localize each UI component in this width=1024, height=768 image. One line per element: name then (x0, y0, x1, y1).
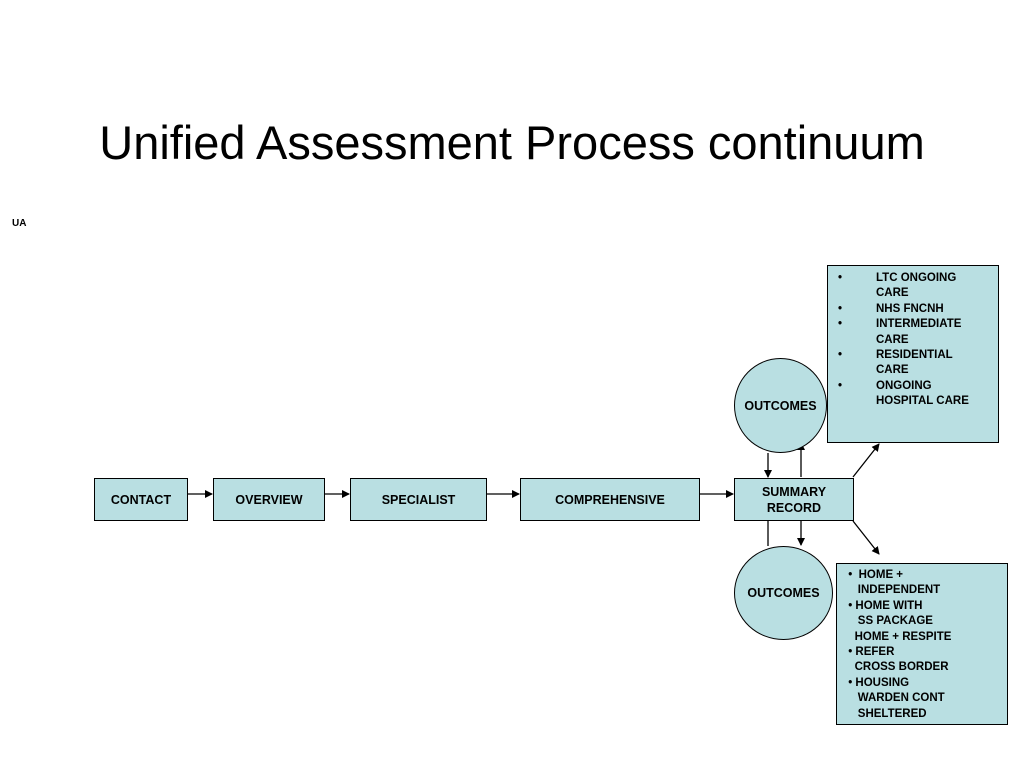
home-options-box: • HOME + INDEPENDENT • HOME WITH SS PACK… (836, 563, 1008, 725)
arrow-summary-to-bottom-list (852, 520, 880, 555)
list-item: • RESIDENTIAL CARE (838, 348, 992, 379)
stage-summary-record-label: SUMMARY RECORD (761, 484, 827, 515)
list-item: • NHS FNCNH (838, 302, 992, 317)
bullet-icon: • (838, 272, 843, 284)
list-item-text: ONGOING HOSPITAL CARE (876, 379, 969, 408)
list-item-text: LTC ONGOING CARE (876, 272, 957, 300)
list-item-text: NHS FNCNH (876, 302, 944, 315)
ongoing-care-options-list: • LTC ONGOING CARE • NHS FNCNH • INTERME… (838, 271, 992, 410)
stage-summary-record: SUMMARY RECORD (734, 478, 854, 521)
stage-specialist-label: SPECIALIST (381, 492, 456, 507)
stage-contact-label: CONTACT (110, 492, 172, 507)
list-item: • LTC ONGOING CARE (838, 271, 992, 302)
list-line: HOME + RESPITE (845, 630, 952, 643)
home-options-list: • HOME + INDEPENDENT • HOME WITH SS PACK… (845, 568, 1003, 722)
list-line: SS PACKAGE (845, 615, 933, 628)
stage-overview-label: OVERVIEW (235, 492, 303, 507)
list-item-text: RESIDENTIAL CARE (876, 349, 953, 377)
stage-comprehensive: COMPREHENSIVE (520, 478, 700, 521)
list-line: • HOUSING (845, 676, 910, 689)
bullet-icon: • (838, 349, 843, 362)
list-line: • HOME + (845, 569, 904, 581)
list-item-text: INTERMEDIATE CARE (876, 318, 962, 346)
bullet-icon: • (838, 379, 843, 392)
bullet-icon: • (838, 318, 843, 331)
list-line: SHELTERED (845, 707, 927, 720)
bullet-icon: • (838, 302, 843, 315)
list-line: WARDEN CONT (845, 692, 945, 705)
outcomes-bottom-circle: OUTCOMES (734, 546, 833, 640)
arrow-summary-to-top-list (852, 443, 880, 478)
list-line: INDEPENDENT (845, 584, 941, 597)
ongoing-care-options-box: • LTC ONGOING CARE • NHS FNCNH • INTERME… (827, 265, 999, 443)
slide-title: Unified Assessment Process continuum (99, 116, 925, 169)
list-line: • HOME WITH (845, 599, 923, 612)
list-line: CROSS BORDER (845, 661, 949, 674)
list-item: • INTERMEDIATE CARE (838, 317, 992, 348)
outcomes-top-label: OUTCOMES (744, 398, 817, 413)
outcomes-bottom-label: OUTCOMES (747, 586, 820, 600)
outcomes-top-circle: OUTCOMES (734, 358, 827, 453)
stage-comprehensive-label: COMPREHENSIVE (555, 492, 665, 507)
stage-overview: OVERVIEW (213, 478, 325, 521)
list-item: • ONGOING HOSPITAL CARE (838, 379, 992, 410)
stage-specialist: SPECIALIST (350, 478, 487, 521)
stage-contact: CONTACT (94, 478, 188, 521)
corner-tag: UA (12, 218, 27, 229)
list-line: • REFER (845, 646, 895, 659)
